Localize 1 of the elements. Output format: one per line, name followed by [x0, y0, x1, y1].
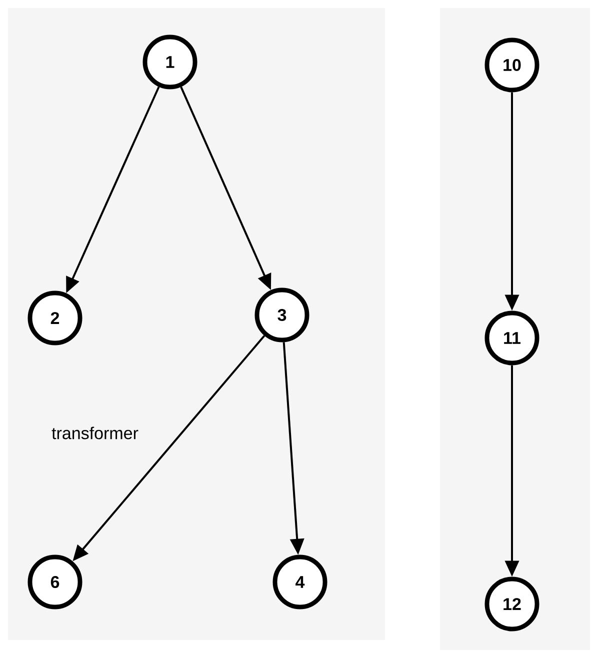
text-label: transformer: [52, 426, 138, 440]
